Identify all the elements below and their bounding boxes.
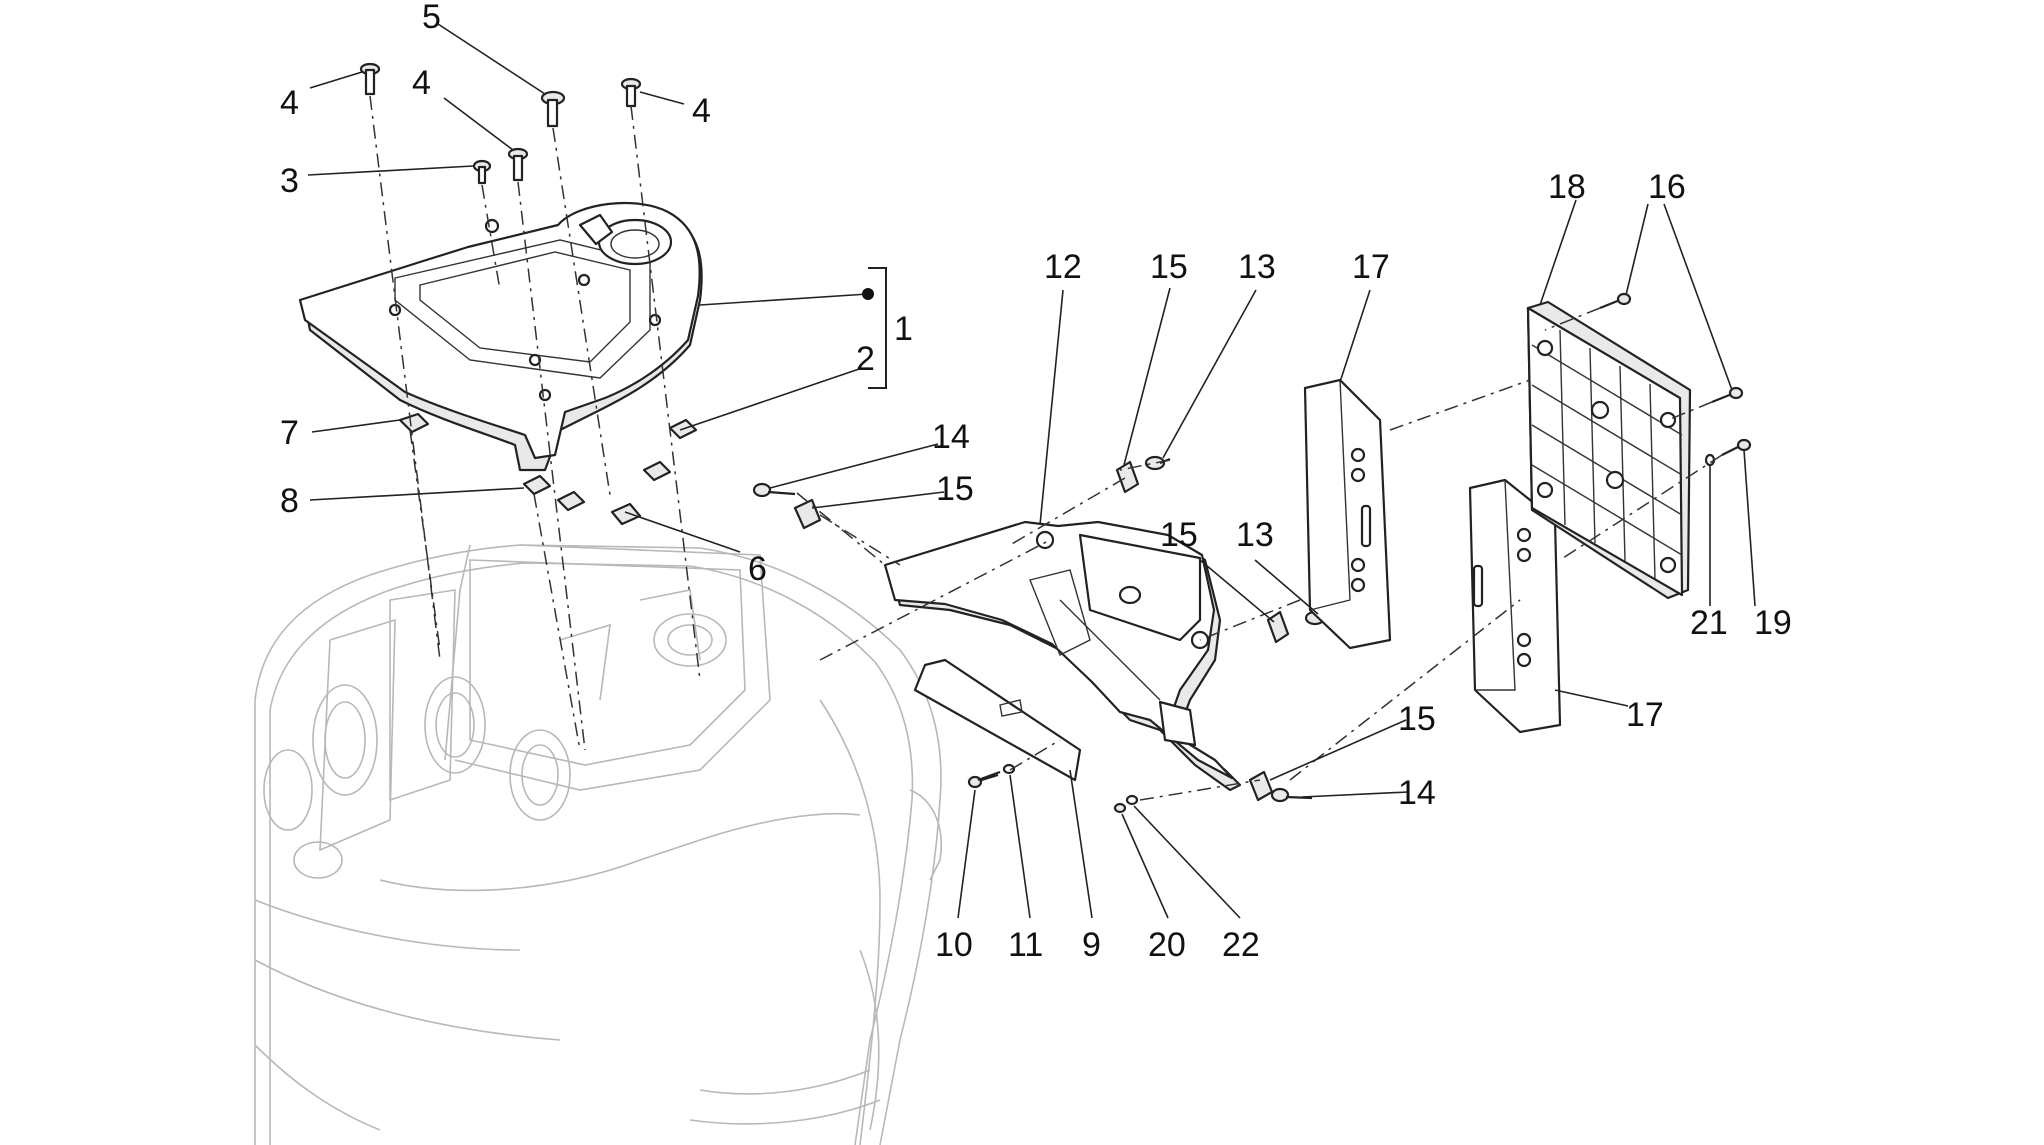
callout-5: 5 <box>422 0 441 36</box>
reflector-strip-9 <box>913 658 1082 782</box>
callout-15-bottom: 15 <box>1398 700 1436 738</box>
callout-13-top: 13 <box>1238 248 1276 286</box>
license-plate-18 <box>1526 300 1692 600</box>
leader-lines <box>307 23 1756 919</box>
callout-2: 2 <box>856 340 875 378</box>
callout-20: 20 <box>1148 926 1186 964</box>
callout-14-bottom: 14 <box>1398 774 1436 812</box>
reflector-bracket-17-upper <box>1303 378 1392 650</box>
washer-21 <box>1704 453 1716 467</box>
reflector-bracket-17-lower <box>1468 478 1562 734</box>
clip-8-left <box>522 474 552 496</box>
clip-8-right <box>556 490 586 512</box>
callout-17-upper: 17 <box>1352 248 1390 286</box>
screw-14-top <box>752 482 796 498</box>
callout-4-left: 4 <box>280 84 299 122</box>
clip-15-bottom <box>1248 770 1274 802</box>
callout-15-top: 15 <box>1150 248 1188 286</box>
callout-15-left: 15 <box>936 470 974 508</box>
clip-15-mid <box>1266 610 1290 644</box>
screw-3 <box>472 159 492 185</box>
callout-14-top: 14 <box>932 418 970 456</box>
screw-16-top <box>1599 292 1632 310</box>
screw-4-mid <box>507 147 529 182</box>
callout-10: 10 <box>935 926 973 964</box>
clip-7 <box>398 412 430 434</box>
callout-4-right: 4 <box>692 92 711 130</box>
callout-1: 1 <box>894 310 913 348</box>
callout-7: 7 <box>280 414 299 452</box>
screw-19 <box>1721 438 1752 456</box>
callout-16: 16 <box>1648 168 1686 206</box>
screw-16-right <box>1711 386 1744 404</box>
callout-15-mid: 15 <box>1160 516 1198 554</box>
callout-3: 3 <box>280 162 299 200</box>
callout-6: 6 <box>748 550 767 588</box>
nut-20 <box>1113 802 1127 814</box>
screw-4-left <box>359 62 381 96</box>
screw-5 <box>540 90 566 128</box>
screw-10 <box>967 770 1001 789</box>
screw-4-right <box>620 77 642 108</box>
callout-dot-1 <box>862 288 874 300</box>
assembly-lines <box>369 95 1723 801</box>
scooter-body-outline <box>254 544 942 1145</box>
callout-22: 22 <box>1222 926 1260 964</box>
callout-18: 18 <box>1548 168 1586 206</box>
callout-bracket-1-2 <box>868 267 887 389</box>
rear-carrier-plate <box>298 201 703 472</box>
callout-13-mid: 13 <box>1236 516 1274 554</box>
callout-4-mid: 4 <box>412 64 431 102</box>
callout-8: 8 <box>280 482 299 520</box>
callout-19: 19 <box>1754 604 1792 642</box>
callout-9: 9 <box>1082 926 1101 964</box>
screw-set-carrier <box>359 62 642 185</box>
clip-15-top <box>1115 460 1140 494</box>
screw-14-bottom <box>1270 787 1313 803</box>
clip-15-left <box>793 498 822 530</box>
callout-21: 21 <box>1690 604 1728 642</box>
clip-6 <box>610 502 642 526</box>
callout-11: 11 <box>1008 926 1043 964</box>
washer-22 <box>1125 794 1139 806</box>
callout-12: 12 <box>1044 248 1082 286</box>
license-plate-holder <box>883 520 1242 792</box>
washer-11 <box>1002 763 1016 775</box>
callout-labels: 5 4 4 4 3 1 2 7 8 6 14 15 12 15 13 17 15… <box>280 0 1792 964</box>
callout-17-lower: 17 <box>1626 696 1664 734</box>
